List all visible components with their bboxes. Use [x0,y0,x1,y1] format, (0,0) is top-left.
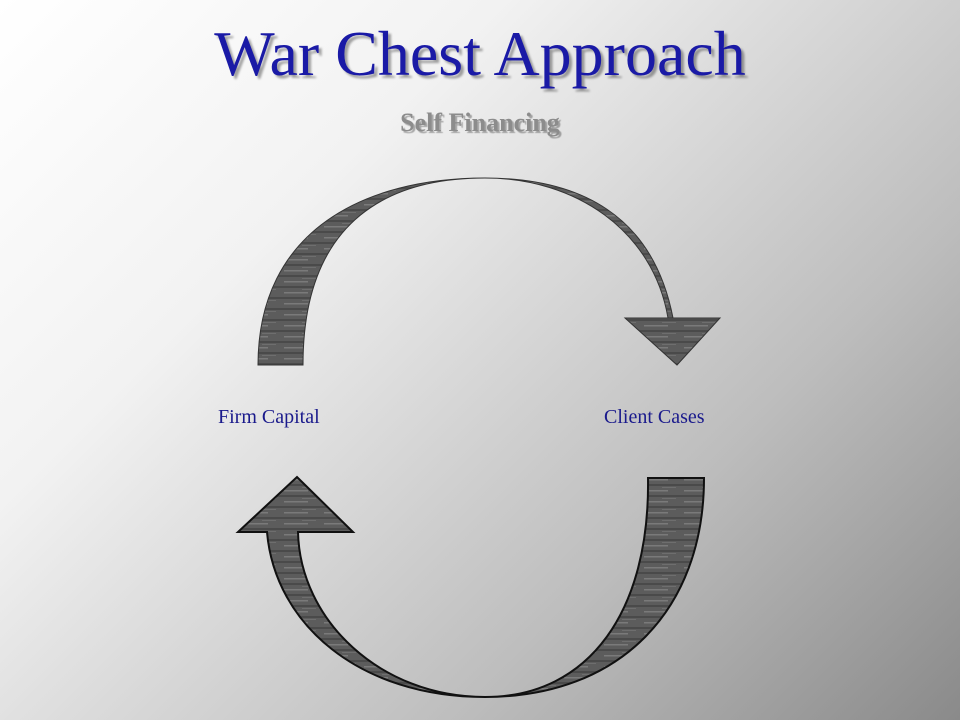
arrow-firm-to-client [257,177,722,366]
node-client-cases: Client Cases [604,406,705,428]
arrow-client-to-firm [235,475,706,699]
node-firm-capital: Firm Capital [218,406,320,428]
slide-title: War Chest Approach [214,18,746,89]
slide-subtitle: Self Financing [400,108,560,137]
